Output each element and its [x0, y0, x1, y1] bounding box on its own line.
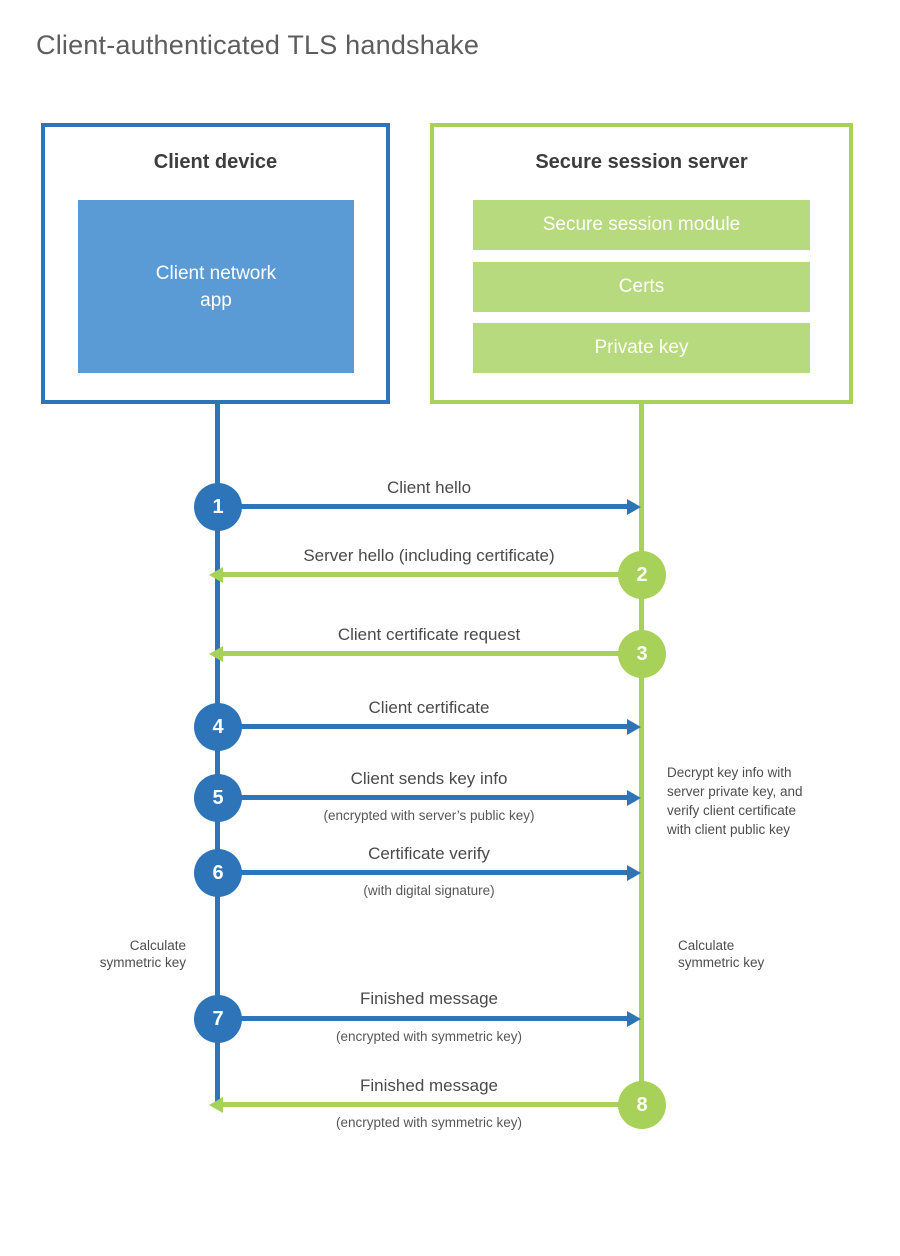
step-6-arrowhead-icon: [627, 865, 641, 881]
step-1-label: Client hello: [386, 478, 472, 497]
step-5-arrowhead-icon: [627, 790, 641, 806]
step-5-label: Client sends key info: [350, 769, 508, 788]
step-4-circle: 4: [194, 703, 242, 751]
client-device-box: Client device Client network app: [41, 123, 390, 404]
step-6-circle: 6: [194, 849, 242, 897]
server-module-private-key: Private key: [473, 323, 810, 373]
step-2-arrow: [222, 572, 641, 577]
step-2-circle: 2: [618, 551, 666, 599]
step-5-circle: 5: [194, 774, 242, 822]
step-5-number: 5: [212, 786, 224, 809]
step-7-label: Finished message: [360, 989, 498, 1008]
page-title: Client-authenticated TLS handshake: [36, 30, 480, 60]
server-module-secure-session: Secure session module: [473, 200, 810, 250]
step-6-number: 6: [212, 861, 224, 884]
secure-session-server-box: Secure session server Secure session mod…: [430, 123, 853, 404]
step-7-number: 7: [212, 1007, 224, 1030]
step-4-arrow: [217, 724, 628, 729]
secure-session-server-title: Secure session server: [535, 151, 748, 173]
step-5-sublabel: (encrypted with server’s public key): [323, 808, 535, 823]
step-3-arrowhead-icon: [209, 646, 223, 662]
server-module-certs: Certs: [473, 262, 810, 312]
step-1-arrow: [217, 504, 628, 509]
calculate-symmetric-key-note-client: Calculate symmetric key: [99, 938, 186, 970]
step-4-label: Client certificate: [368, 698, 490, 717]
client-network-app-label: Client network app: [155, 262, 277, 311]
step-7-arrow: [217, 1016, 628, 1021]
step-2-label: Server hello (including certificate): [303, 546, 555, 565]
step-3-arrow: [222, 651, 641, 656]
step-7-circle: 7: [194, 995, 242, 1043]
decrypt-key-note: Decrypt key info with server private key…: [667, 765, 803, 837]
step-8-sublabel: (encrypted with symmetric key): [335, 1115, 523, 1130]
step-7-sublabel: (encrypted with symmetric key): [335, 1029, 523, 1044]
client-lifeline: [215, 404, 220, 1107]
calculate-symmetric-key-note-server: Calculate symmetric key: [678, 938, 765, 970]
step-4-arrowhead-icon: [627, 719, 641, 735]
step-2-number: 2: [636, 563, 648, 586]
step-8-label: Finished message: [360, 1076, 498, 1095]
step-8-arrow: [222, 1102, 641, 1107]
step-3-circle: 3: [618, 630, 666, 678]
step-8-circle: 8: [618, 1081, 666, 1129]
server-lifeline: [639, 404, 644, 1105]
step-6-arrow: [217, 870, 628, 875]
step-1-circle: 1: [194, 483, 242, 531]
step-6-sublabel: (with digital signature): [363, 883, 495, 898]
client-network-app-box: Client network app: [78, 200, 354, 373]
step-2-arrowhead-icon: [209, 567, 223, 583]
step-7-arrowhead-icon: [627, 1011, 641, 1027]
client-device-title: Client device: [153, 151, 278, 173]
step-6-label: Certificate verify: [368, 844, 490, 863]
step-8-arrowhead-icon: [209, 1097, 223, 1113]
step-1-number: 1: [212, 495, 224, 518]
step-1-arrowhead-icon: [627, 499, 641, 515]
step-8-number: 8: [636, 1093, 648, 1116]
step-3-label: Client certificate request: [337, 625, 521, 644]
step-3-number: 3: [636, 642, 648, 665]
step-5-arrow: [217, 795, 628, 800]
step-4-number: 4: [212, 715, 224, 738]
